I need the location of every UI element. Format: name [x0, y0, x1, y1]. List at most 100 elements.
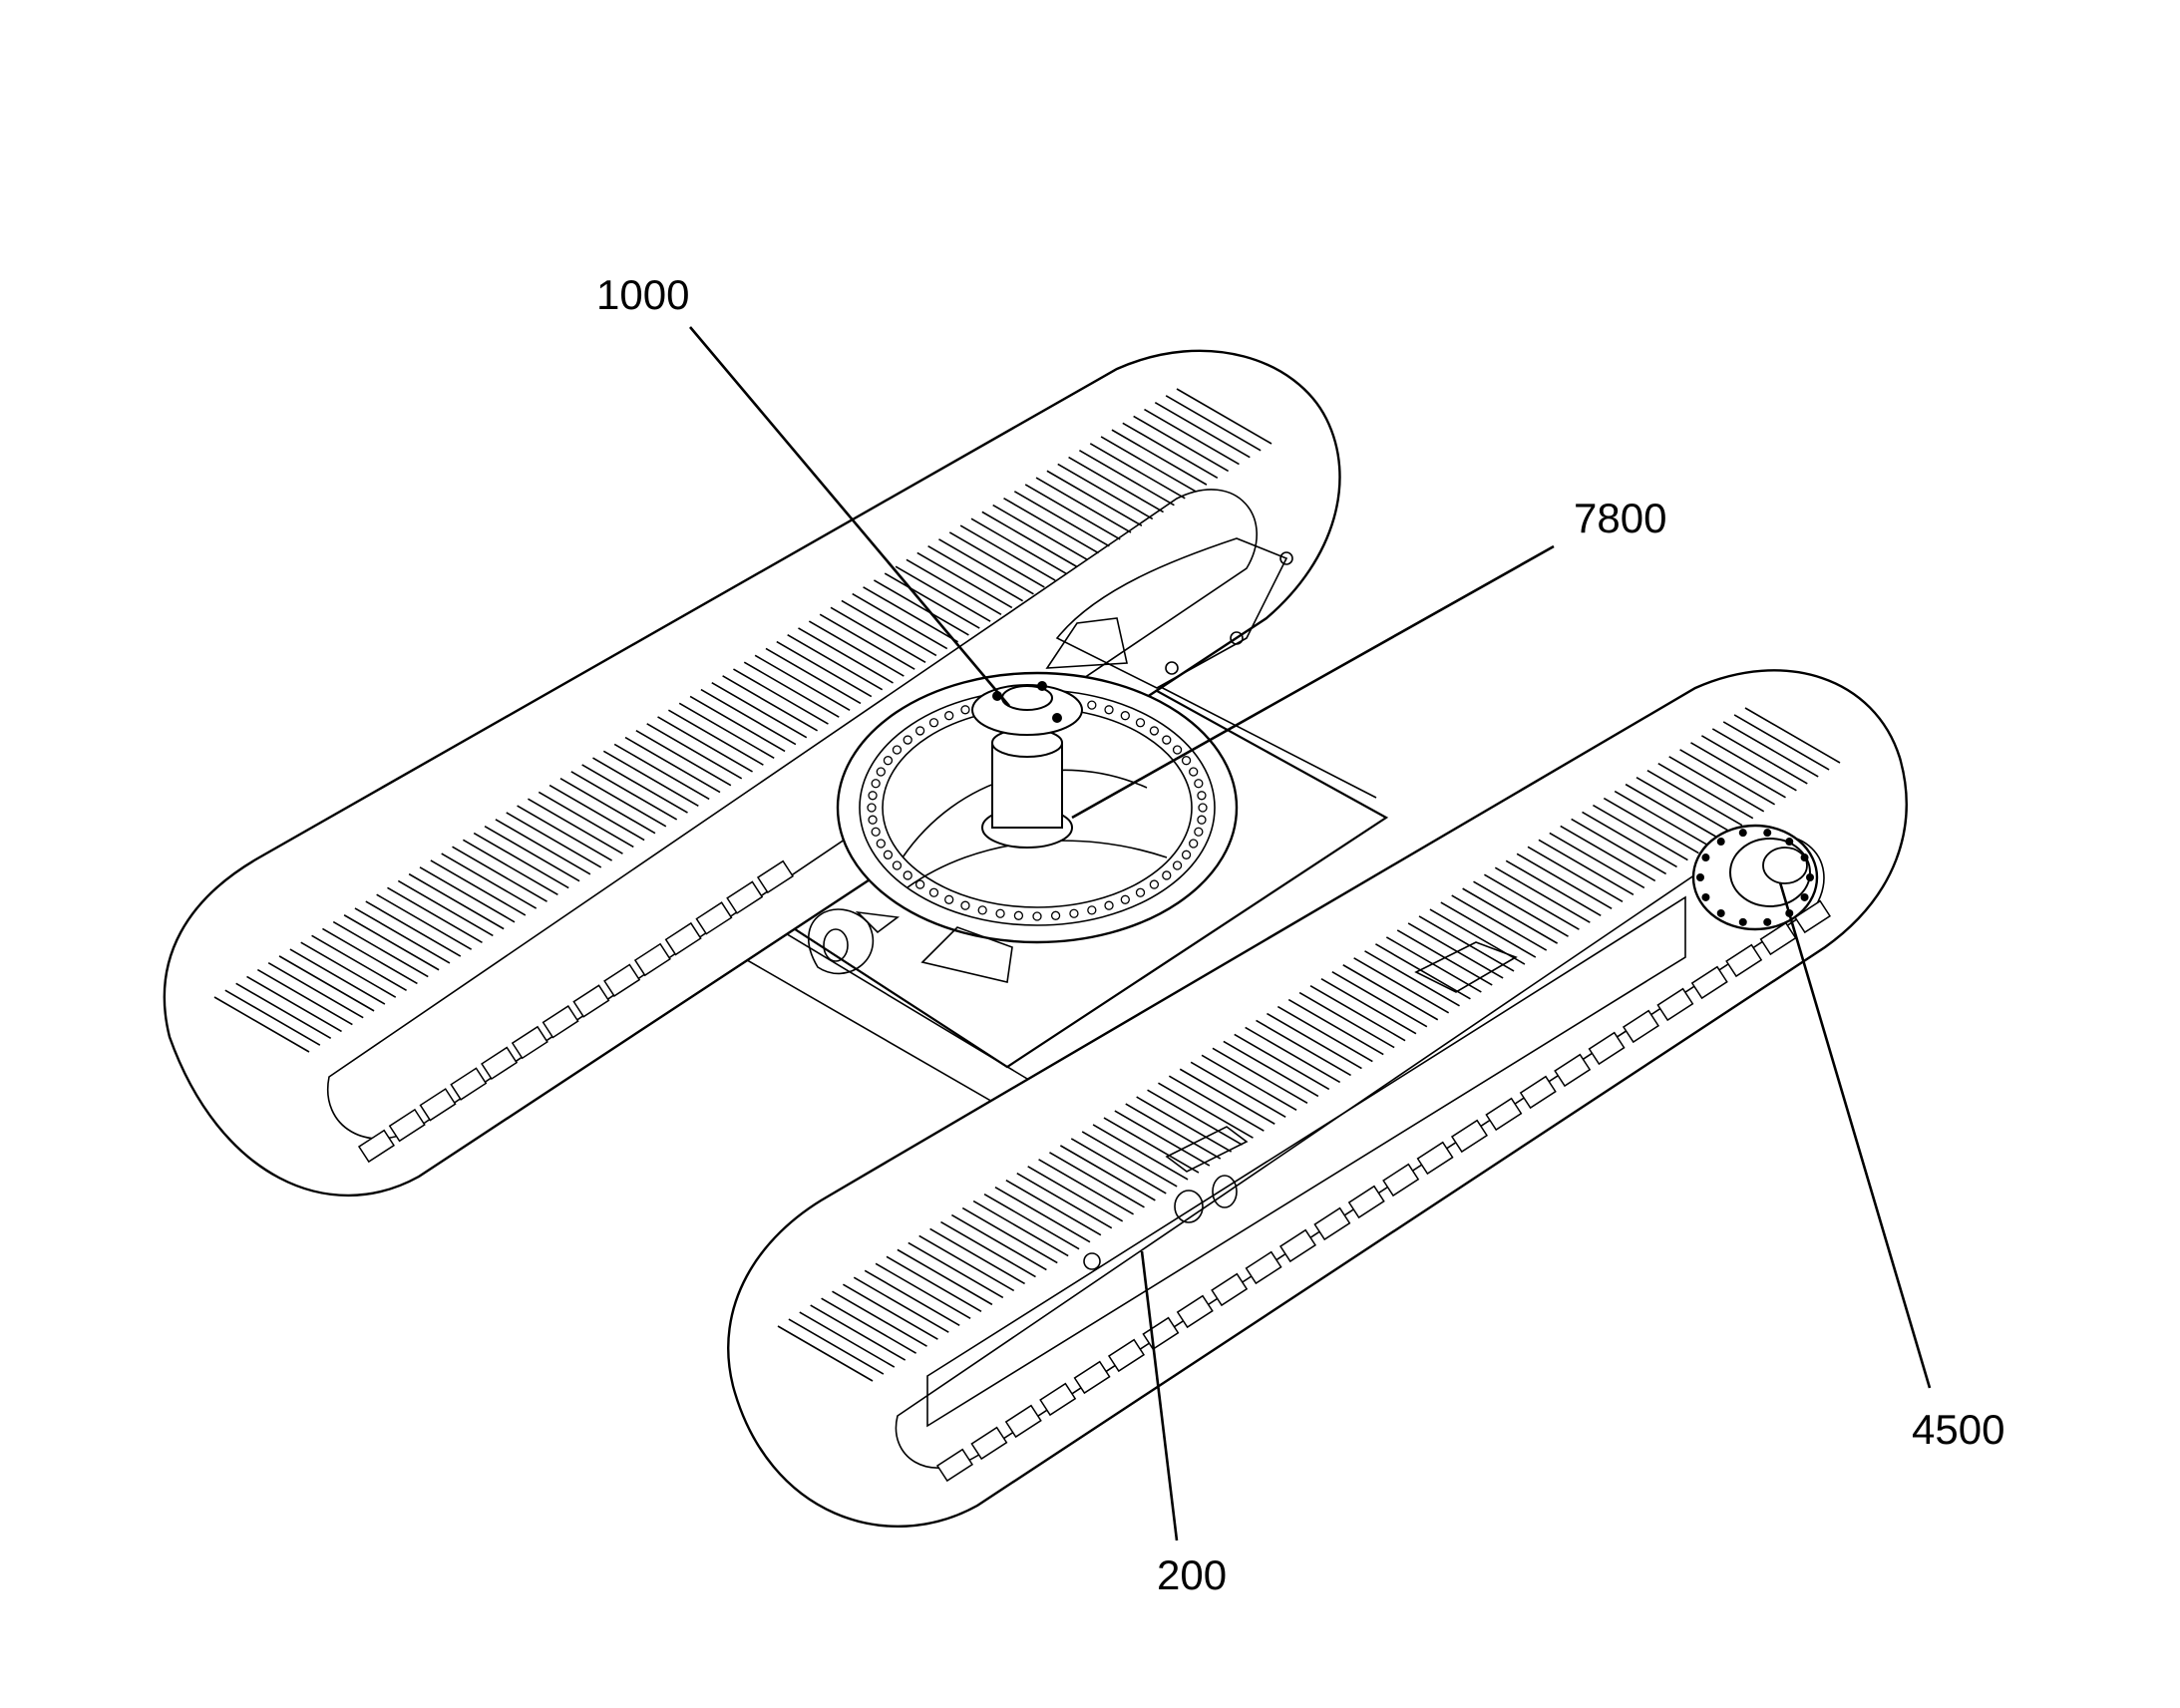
- ring-tooth: [892, 860, 903, 870]
- far-side-frame: [1045, 537, 1293, 689]
- track-shoe-grouser: [787, 634, 884, 691]
- track-link: [1793, 899, 1832, 934]
- track-shoe-grouser: [1223, 1040, 1319, 1098]
- ring-tooth: [1181, 756, 1192, 766]
- track-shoe-grouser: [213, 996, 310, 1053]
- ring-tooth: [995, 908, 1005, 918]
- track-link: [1176, 1294, 1214, 1329]
- track-link: [664, 921, 702, 956]
- track-shoe-grouser: [938, 538, 1034, 595]
- track-shoe-grouser: [1320, 977, 1417, 1035]
- track-shoe-grouser: [1122, 422, 1219, 479]
- track-shoe-grouser: [906, 558, 1002, 616]
- track-shoe-grouser: [581, 764, 678, 821]
- track-shoe-grouser: [875, 1262, 971, 1319]
- track-shoe-grouser: [1722, 721, 1819, 778]
- track-shoe-grouser: [624, 736, 721, 794]
- track-shoe-grouser: [1353, 957, 1450, 1014]
- ring-tooth: [903, 870, 912, 880]
- ring-tooth: [960, 900, 970, 910]
- hub-bolt: [1800, 854, 1809, 862]
- track-shoe-grouser: [1103, 1117, 1200, 1174]
- track-shoe-grouser: [895, 565, 991, 622]
- track-link: [935, 1448, 974, 1483]
- track-shoe-grouser: [852, 592, 948, 650]
- track-shoe-grouser: [1049, 1152, 1145, 1208]
- ring-tooth: [1135, 887, 1146, 897]
- track-links-far: [357, 859, 795, 1164]
- track-link: [1554, 1053, 1592, 1088]
- track-shoe-grouser: [1024, 484, 1121, 540]
- track-shoes-near: [777, 707, 1841, 1382]
- ring-tooth: [1162, 870, 1172, 880]
- track-link: [695, 901, 733, 935]
- track-shoe-grouser: [799, 1311, 896, 1368]
- track-link: [1725, 943, 1763, 978]
- track-shoe-grouser: [1733, 714, 1830, 771]
- track-shoe-grouser: [916, 551, 1013, 609]
- track-shoe-grouser: [1516, 853, 1613, 909]
- track-shoe-grouser: [1473, 880, 1569, 937]
- track-shoe-grouser: [354, 907, 451, 964]
- swivel-joint: [971, 681, 1083, 849]
- track-link: [1347, 1185, 1385, 1219]
- track-shoe-grouser: [1287, 998, 1384, 1056]
- track-shoe-grouser: [1646, 770, 1743, 827]
- track-shoe-grouser: [1046, 470, 1143, 526]
- track-link: [450, 1067, 488, 1101]
- track-shoe-grouser: [981, 511, 1078, 568]
- ring-tooth: [1069, 908, 1079, 918]
- track-shoe-grouser: [700, 688, 797, 746]
- ring-tooth: [871, 779, 881, 789]
- track-shoe-grouser: [1505, 859, 1602, 916]
- track-shoe-grouser: [1081, 1131, 1178, 1188]
- track-shoe-grouser: [798, 627, 894, 684]
- track-shoe-grouser: [278, 955, 375, 1012]
- ring-tooth: [960, 705, 970, 715]
- track-shoe-grouser: [570, 771, 667, 828]
- track-shoe-grouser: [332, 920, 429, 978]
- track-shoe-grouser: [613, 743, 710, 801]
- track-link: [1416, 1141, 1454, 1176]
- ring-tooth: [944, 711, 954, 721]
- ring-tooth: [1087, 905, 1097, 915]
- track-shoe-grouser: [711, 682, 808, 739]
- track-shoe-grouser: [441, 853, 538, 909]
- track-shoe-grouser: [992, 504, 1089, 561]
- track-link: [1588, 1031, 1626, 1066]
- ring-tooth: [892, 745, 903, 755]
- track-shoe-grouser: [940, 1220, 1036, 1278]
- track-shoe-grouser: [376, 893, 473, 950]
- track-shoe-grouser: [1484, 873, 1580, 930]
- track-shoe-grouser: [1309, 984, 1406, 1042]
- track-shoe-grouser: [473, 832, 569, 889]
- track-shoe-grouser: [1635, 776, 1732, 834]
- track-shoe-grouser: [754, 654, 851, 711]
- track-link: [756, 859, 795, 894]
- track-shoe-grouser: [256, 968, 353, 1026]
- ring-tooth: [883, 850, 894, 859]
- ring-tooth: [1032, 911, 1042, 921]
- track-shoe-grouser: [842, 1283, 938, 1340]
- track-shoe-grouser: [733, 668, 829, 725]
- reference-numeral-7800: 7800: [1574, 495, 1666, 541]
- track-link: [726, 880, 764, 914]
- track-shoe-grouser: [462, 839, 558, 896]
- track-link: [1485, 1097, 1523, 1132]
- track-shoe-grouser: [528, 798, 623, 854]
- track-link: [1211, 1272, 1249, 1307]
- track-shoe-grouser: [246, 975, 342, 1033]
- track-shoe-grouser: [506, 812, 602, 868]
- track-shoe-grouser: [1298, 991, 1395, 1049]
- ring-tooth: [914, 726, 925, 736]
- track-shoe-grouser: [1342, 964, 1439, 1021]
- track-shoe-grouser: [592, 757, 688, 814]
- track-shoe-grouser: [1527, 846, 1624, 903]
- track-shoe-grouser: [863, 586, 958, 643]
- track-shoe-grouser: [635, 730, 732, 787]
- track-link: [1759, 921, 1797, 956]
- near-side-frame: [926, 895, 1686, 1428]
- hub-bolt: [1738, 917, 1747, 926]
- track-shoe-grouser: [1679, 749, 1776, 806]
- ring-tooth: [1013, 910, 1024, 920]
